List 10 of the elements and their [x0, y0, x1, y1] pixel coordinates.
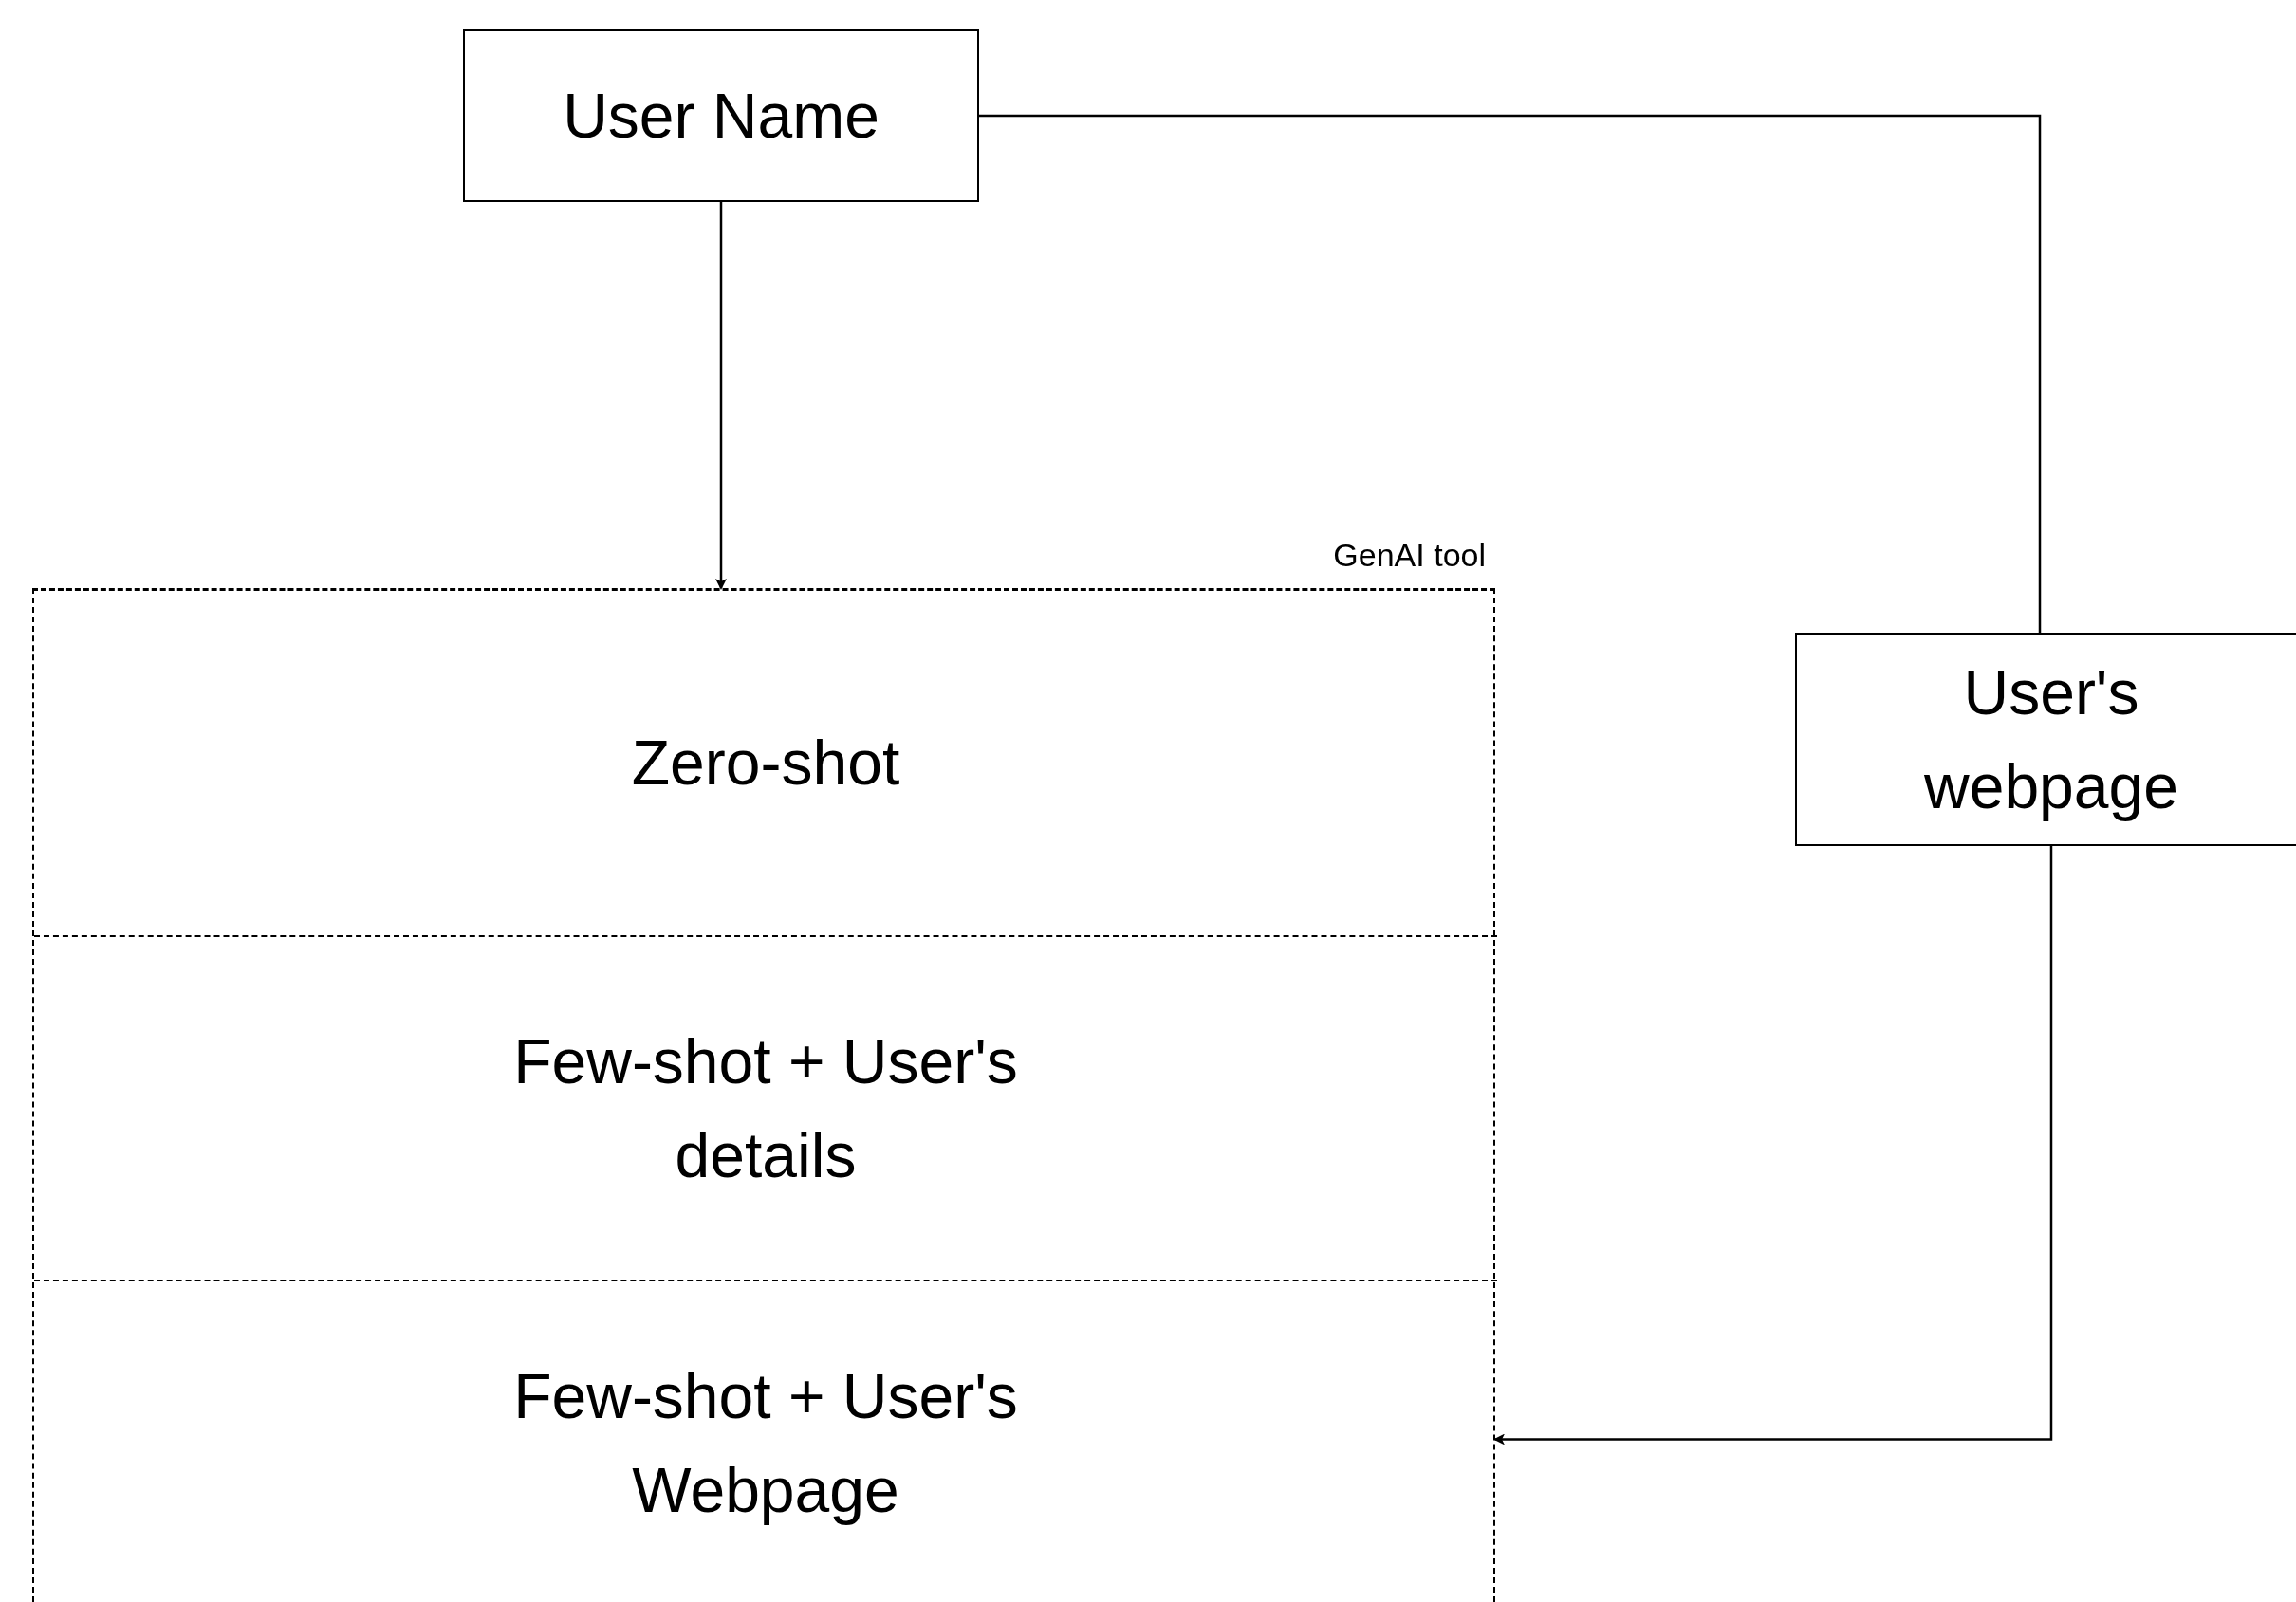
box-label: Few-shot + User's Webpage — [512, 1359, 1019, 1527]
box-label: Zero-shot — [631, 727, 900, 800]
process-box — [1795, 633, 2296, 846]
process-box — [463, 29, 979, 202]
connector-arrow — [715, 202, 727, 590]
box-label: Few-shot + User's details — [512, 1024, 1019, 1192]
group-title: GenAI tool — [1333, 536, 1486, 575]
box-label: User Name — [563, 79, 880, 153]
box-label: User's webpage — [1923, 655, 2179, 823]
connector-arrow — [1493, 846, 2053, 1445]
